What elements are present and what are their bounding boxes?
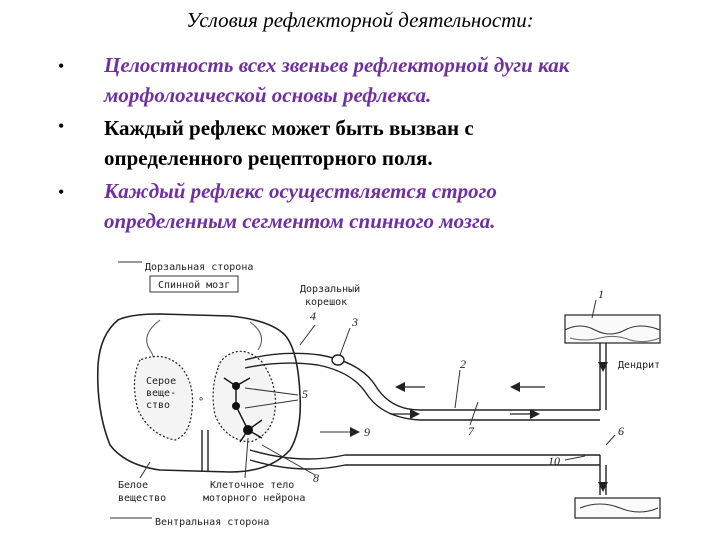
- effector-arrow: [598, 482, 608, 492]
- white-matter-pointer: [139, 461, 151, 479]
- cord-fold-line: [249, 321, 263, 351]
- pointer-5: [244, 387, 299, 396]
- label-white-matter-1: Белое: [118, 480, 148, 491]
- condition-3-line-1: Каждый рефлекс осуществляется строго: [104, 179, 497, 203]
- pointer-10: [564, 455, 586, 461]
- spinal-cord-label-box: [149, 275, 239, 293]
- sensory-fiber-upper: [244, 352, 600, 411]
- label-gray-matter-2: веще-: [146, 388, 176, 399]
- number-9: 9: [364, 425, 370, 439]
- bullet-marker: •: [58, 116, 65, 136]
- pointer-1: [591, 299, 597, 319]
- label-spinal-cord: Спинной мозг: [158, 279, 230, 291]
- motor-fiber-upper: [249, 449, 600, 460]
- number-2: 2: [460, 357, 466, 371]
- pointer-2: [454, 369, 461, 409]
- pointer-4: [299, 324, 316, 346]
- dendrite-arrow: [598, 362, 608, 372]
- motor-body-pointer: [244, 437, 249, 479]
- number-1: 1: [598, 287, 604, 301]
- number-7: 7: [468, 424, 475, 438]
- pointer-7: [469, 401, 479, 426]
- label-dorsal-side: Дорзальная сторона: [145, 262, 253, 273]
- label-dorsal-root-2: корешок: [305, 297, 347, 308]
- slide-title: Условия рефлекторной деятельности:: [186, 8, 534, 32]
- pointer-8: [261, 444, 316, 476]
- bullet-marker: •: [58, 56, 65, 76]
- number-5: 5: [302, 387, 308, 401]
- label-ventral-side: Вентральная сторона: [155, 517, 269, 528]
- pointer-5: [244, 399, 299, 409]
- reflex-arc-diagram: Дорзальная сторона Спинной мозг Дорзальн…: [96, 261, 661, 528]
- number-4: 4: [310, 309, 316, 323]
- bullet-marker: •: [58, 182, 65, 202]
- skin-receptor-field: [564, 314, 661, 344]
- motor-fiber-lower: [249, 459, 600, 470]
- condition-item-2: Каждый рефлекс может быть вызван с опред…: [104, 113, 704, 173]
- sensory-arrow: [395, 382, 405, 392]
- condition-1-line-2: морфологической основы рефлекса.: [104, 83, 432, 107]
- skin-wave: [569, 335, 661, 343]
- skin-wave: [564, 325, 661, 335]
- condition-2-line-2: определенного рецепторного поля.: [104, 146, 433, 170]
- number-10: 10: [548, 454, 560, 468]
- pointer-6: [605, 434, 616, 446]
- sensory-arrow: [510, 382, 520, 392]
- effector-muscle: [574, 497, 661, 519]
- motor-arrow: [410, 409, 420, 419]
- number-6: 6: [618, 424, 624, 438]
- number-8: 8: [313, 471, 319, 485]
- gray-matter-right: [212, 350, 277, 443]
- label-motor-body-1: Клеточное тело: [210, 480, 294, 491]
- label-white-matter-2: вещество: [118, 493, 166, 504]
- dorsal-ganglion: [331, 354, 345, 366]
- condition-item-3: Каждый рефлекс осуществляется строго опр…: [104, 176, 704, 236]
- condition-2-line-1: Каждый рефлекс может быть вызван с: [104, 116, 474, 140]
- number-3: 3: [351, 315, 358, 329]
- sensory-fiber-lower: [244, 362, 600, 421]
- pointer-3: [339, 327, 351, 356]
- muscle-wave: [579, 503, 659, 513]
- motor-arrow: [530, 409, 540, 419]
- condition-3-line-2: определенным сегментом спинного мозга.: [104, 209, 496, 233]
- label-gray-matter-3: ство: [146, 400, 170, 411]
- label-dorsal-root-1: Дорзальный: [300, 283, 360, 295]
- condition-1-line-1: Целостность всех звеньев рефлекторной ду…: [104, 53, 570, 77]
- gray-matter-left: [133, 355, 194, 441]
- pointer-9-arrow: [350, 427, 360, 437]
- condition-item-1: Целостность всех звеньев рефлекторной ду…: [104, 50, 704, 110]
- central-canal-dot: ∘: [198, 394, 204, 405]
- neuron-connections: [223, 377, 263, 443]
- label-gray-matter-1: Серое: [146, 376, 176, 387]
- label-dendrite: Дендрит: [618, 360, 660, 371]
- label-motor-body-2: моторного нейрона: [203, 492, 305, 504]
